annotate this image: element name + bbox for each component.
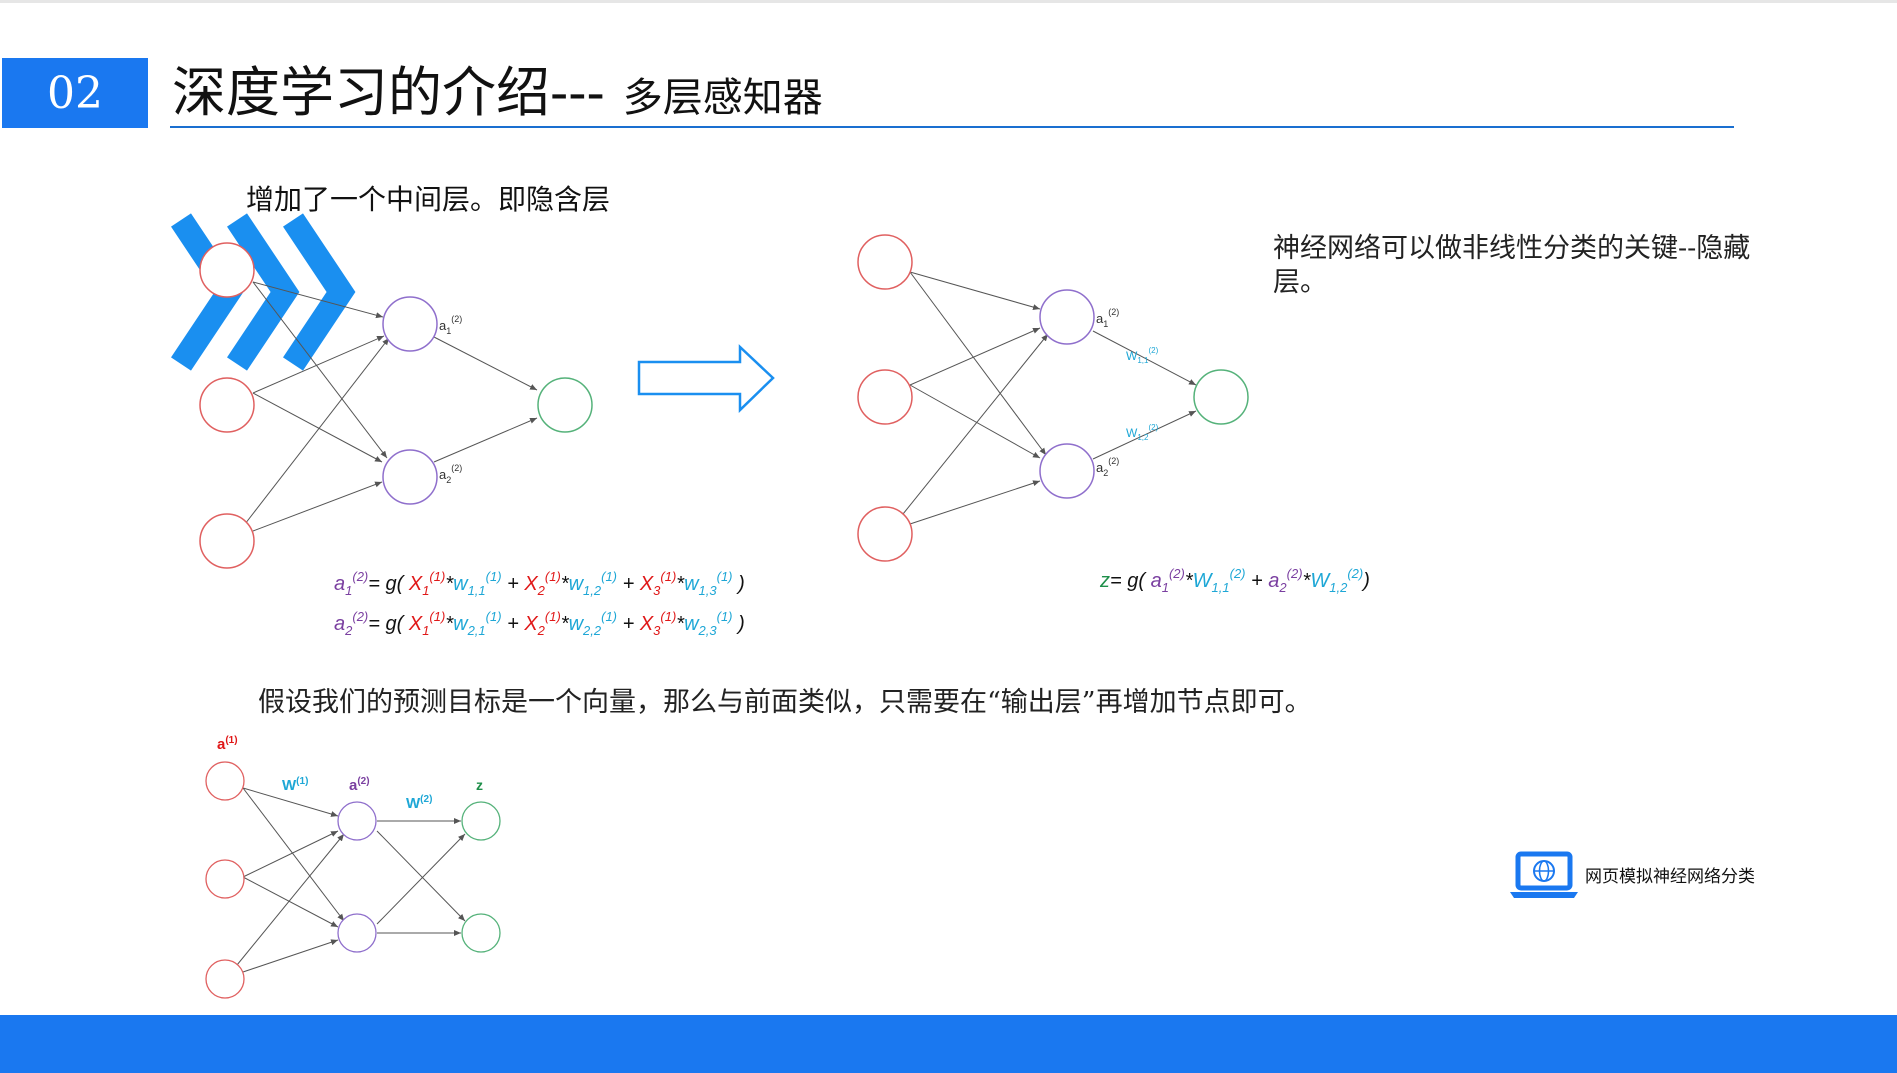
formula-z: z= g( a1(2)*W1,1(2) + a2(2)*W1,2(2)) xyxy=(1099,566,1370,595)
diagram-3: a(1) W(1) a(2) W(2) z xyxy=(205,735,501,999)
output-node xyxy=(1193,369,1249,425)
label-a1-layer: a(1) xyxy=(217,735,238,753)
label-w2: W(2) xyxy=(406,794,432,812)
diagram-1: a1(2) a2(2) xyxy=(199,242,593,569)
svg-text:z= g( a1(2)*W1,1(2) +: z= g( a1(2)*W1,1(2) + a2(2)*W1,2(2)) xyxy=(1099,566,1370,595)
hidden-node xyxy=(1039,443,1095,499)
formula-a1: a1(2)= g( X1(1)*w1,1(1) + X2(1)*w1,2(1) … xyxy=(334,569,745,598)
input-node xyxy=(205,959,245,999)
section-number: 02 xyxy=(2,58,148,128)
diagram-2: a1(2) a2(2) W1,1(2) W1,2(2) xyxy=(857,234,1249,562)
label-a2: a2(2) xyxy=(1096,456,1119,478)
simulation-link[interactable]: 网页模拟神经网络分类 xyxy=(1585,867,1755,886)
svg-text:a1(2)= g( X1(1)*w1,1(1: a1(2)= g( X1(1)*w1,1(1) + X2(1)*w1,2(1) … xyxy=(334,569,745,598)
output-node xyxy=(461,801,501,841)
label-w1: W(1) xyxy=(282,776,308,794)
label-a1: a1(2) xyxy=(439,314,462,336)
hidden-node xyxy=(337,801,377,841)
input-node xyxy=(857,506,913,562)
input-node xyxy=(199,242,255,298)
title-sub: 多层感知器 xyxy=(622,75,823,121)
label-z: z xyxy=(476,777,483,793)
label-a1: a1(2) xyxy=(1096,307,1119,329)
input-node xyxy=(205,761,245,801)
bullet-text: 增加了一个中间层。即隐含层 xyxy=(246,183,611,216)
hidden-node xyxy=(382,449,438,505)
assumption-text: 假设我们的预测目标是一个向量，那么与前面类似，只需要在“输出层”再增加节点即可。 xyxy=(258,687,1312,718)
side-note: 神经网络可以做非线性分类的关键--隐藏层。 xyxy=(1273,233,1751,298)
right-arrow-icon xyxy=(637,344,775,413)
output-node xyxy=(461,913,501,953)
hidden-node xyxy=(337,913,377,953)
title-main: 深度学习的介绍--- xyxy=(172,61,605,124)
input-node xyxy=(199,513,255,569)
input-node xyxy=(857,234,913,290)
label-a2: a2(2) xyxy=(439,463,462,485)
top-border xyxy=(0,0,1897,3)
hidden-node xyxy=(382,296,438,352)
input-node xyxy=(199,377,255,433)
formula-a2: a2(2)= g( X1(1)*w2,1(1) + X2(1)*w2,2(1) … xyxy=(334,609,745,638)
weight-w11: W1,1(2) xyxy=(1126,346,1159,365)
hidden-node xyxy=(1039,289,1095,345)
input-node xyxy=(857,369,913,425)
output-node xyxy=(537,377,593,433)
weight-w12: W1,2(2) xyxy=(1126,423,1159,442)
bottom-bar xyxy=(0,1015,1897,1073)
page-title: 深度学习的介绍--- 多层感知器 xyxy=(172,48,823,127)
laptop-globe-icon[interactable] xyxy=(1510,851,1578,898)
input-node xyxy=(205,859,245,899)
svg-text:a2(2)= g( X1(1)*w2,1(1: a2(2)= g( X1(1)*w2,1(1) + X2(1)*w2,2(1) … xyxy=(334,609,745,638)
title-underline xyxy=(170,126,1734,128)
label-a2-layer: a(2) xyxy=(349,776,370,794)
